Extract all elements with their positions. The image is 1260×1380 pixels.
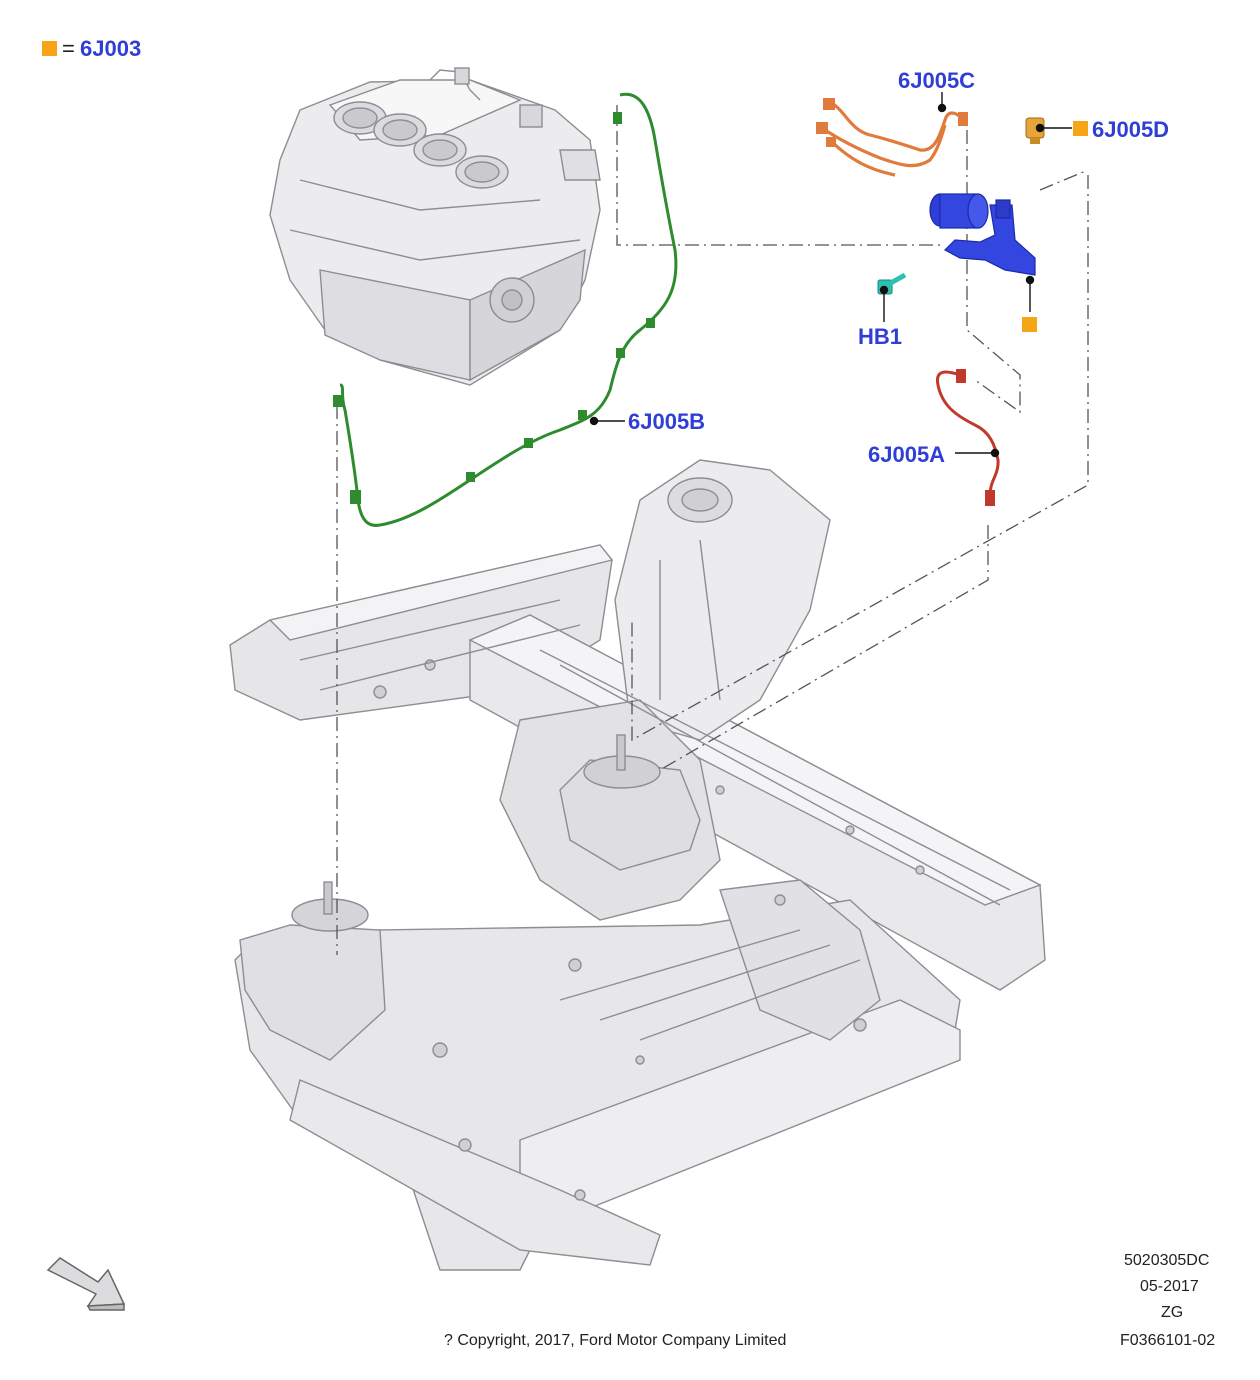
label-6J005B: 6J005B	[628, 409, 706, 434]
sensor-assembly	[929, 193, 1036, 276]
harness-6J005A	[935, 369, 1000, 506]
legend-marker-square	[42, 41, 57, 56]
legend-equals: =	[62, 36, 75, 61]
harness-6J005B	[333, 92, 678, 527]
meta-region: ZG	[1161, 1304, 1184, 1321]
leader-lines	[336, 105, 1089, 955]
callout-pointers	[589, 92, 1072, 458]
engine-block-illustration	[269, 67, 601, 386]
direction-arrow-icon	[46, 1257, 126, 1311]
label-6J005A: 6J005A	[868, 442, 946, 467]
label-HB1: HB1	[858, 324, 903, 349]
label-6J005D-marker	[1073, 121, 1088, 136]
meta-date: 05-2017	[1140, 1278, 1199, 1295]
meta-figure: F0366101-02	[1120, 1332, 1216, 1349]
label-6J005D: 6J005D	[1092, 117, 1170, 142]
harness-6J005C	[816, 98, 968, 177]
label-6J005C: 6J005C	[898, 68, 976, 93]
meta-code: 5020305DC	[1124, 1252, 1210, 1269]
copyright-text: ? Copyright, 2017, Ford Motor Company Li…	[444, 1332, 787, 1349]
marker-square-icon	[1022, 317, 1037, 332]
legend-code: 6J003	[80, 36, 142, 61]
front-subframe-illustration	[229, 459, 1046, 1271]
